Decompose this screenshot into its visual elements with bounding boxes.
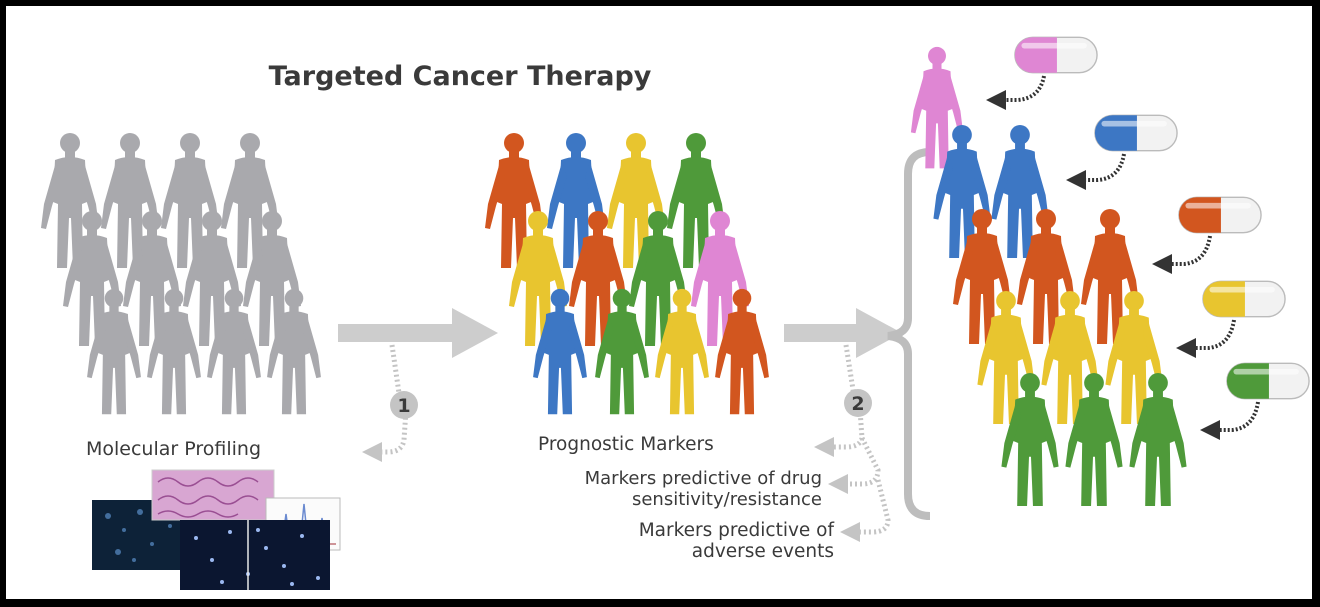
stratification-bracket	[887, 148, 931, 520]
yellow-capsule-icon	[1202, 280, 1286, 318]
subgroup-yellow	[977, 290, 1163, 425]
step-1-badge: 1	[397, 395, 410, 417]
diagram-title: Targeted Cancer Therapy	[269, 61, 652, 92]
arrow-to-stratified	[784, 308, 902, 358]
adverse-markers-label-2: adverse events	[692, 541, 834, 562]
subgroup-orange	[953, 209, 1139, 344]
subgroup-green	[1001, 372, 1187, 507]
arrow-to-profiled	[338, 308, 498, 358]
molecular-profiling-label: Molecular Profiling	[86, 438, 261, 460]
blue-capsule-icon	[1094, 114, 1178, 152]
drug-assignment-arrows	[986, 75, 1260, 440]
adverse-markers-label-1: Markers predictive of	[639, 520, 835, 541]
green-capsule-icon	[1226, 362, 1310, 400]
sensitivity-markers-label-2: sensitivity/resistance	[632, 489, 822, 510]
prognostic-markers-label: Prognostic Markers	[538, 434, 714, 455]
profiling-images	[92, 469, 341, 590]
step-1-connector: 1	[362, 344, 418, 462]
profiled-population	[485, 133, 769, 415]
step-2-badge: 2	[851, 393, 864, 415]
step-2-connector: 2	[814, 344, 891, 542]
unprofiled-population	[41, 133, 321, 415]
orange-capsule-icon	[1178, 196, 1262, 234]
sensitivity-markers-label-1: Markers predictive of drug	[585, 468, 822, 489]
pink-capsule-icon	[1014, 36, 1098, 74]
